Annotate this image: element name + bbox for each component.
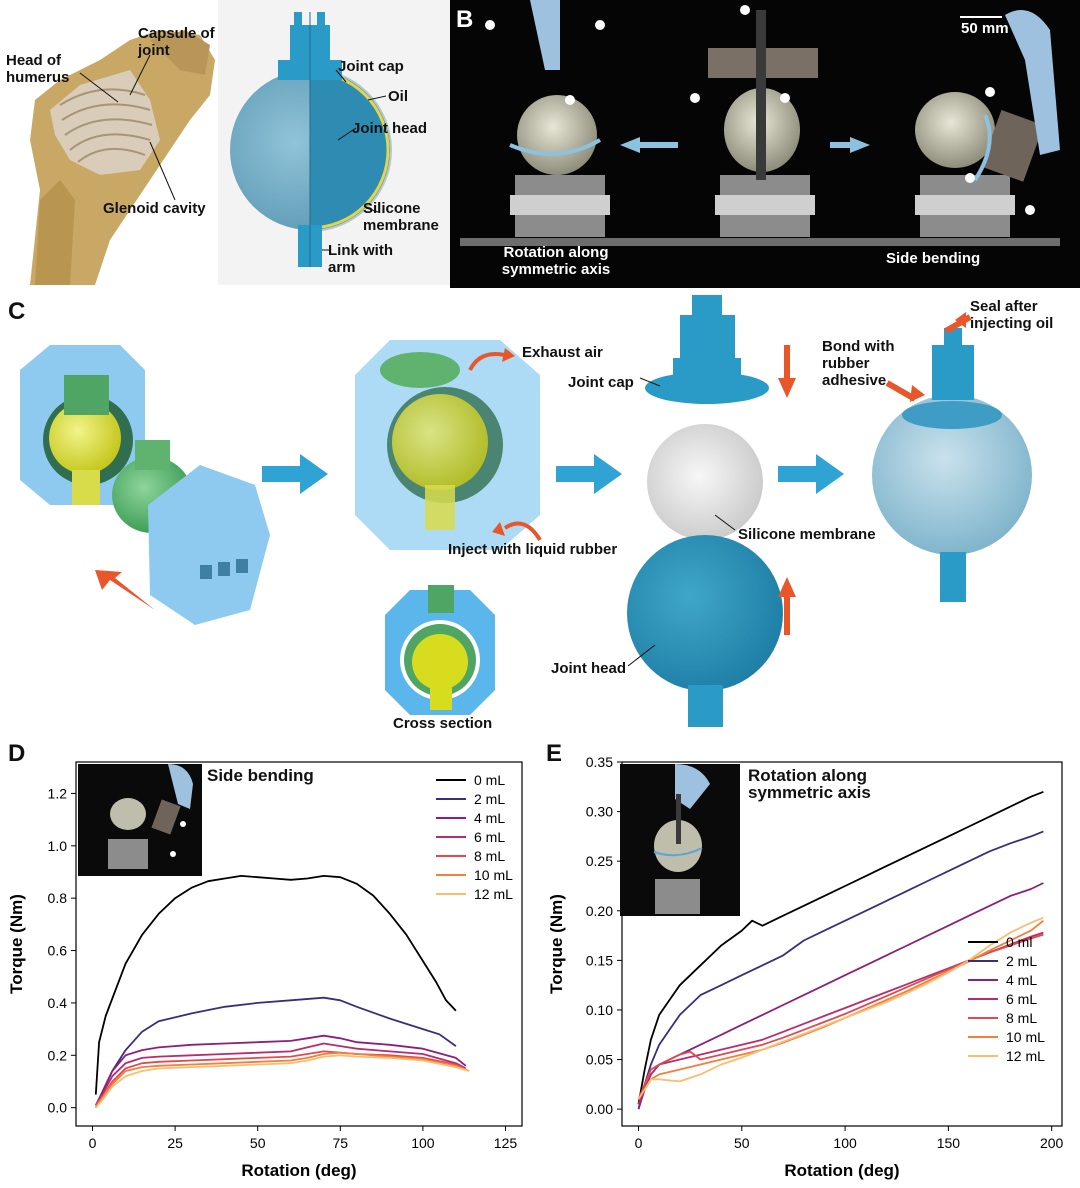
chart-e-x-tick-label: 50 xyxy=(734,1135,750,1151)
chart-e-y-axis-label: Torque (Nm) xyxy=(547,894,566,994)
chart-d-series-line xyxy=(94,996,457,1109)
chart-e-x-tick-label: 100 xyxy=(833,1135,857,1151)
joint-render-illustration xyxy=(218,0,450,285)
chart-e-legend-label: 6 mL xyxy=(1006,991,1037,1007)
chart-e-series-line xyxy=(637,916,1044,1100)
chart-d-legend-label: 4 mL xyxy=(474,810,505,826)
chart-e-y-tick-label: 0.10 xyxy=(586,1002,613,1018)
inset-photo-side-bending xyxy=(78,764,202,876)
chart-d-x-tick-label: 25 xyxy=(167,1135,183,1151)
inset-title-side-bending: Side bending xyxy=(207,766,314,785)
chart-e-series-line xyxy=(637,919,1044,1100)
label-cross-section: Cross section xyxy=(393,715,493,732)
fabrication-diagram xyxy=(20,295,1032,727)
chart-e-legend-label: 4 mL xyxy=(1006,972,1037,988)
label-bond-rubber-adhesive: Bond with rubber adhesive xyxy=(822,338,895,389)
chart-e-legend-label: 2 mL xyxy=(1006,953,1037,969)
chart-d-series-line xyxy=(95,1042,467,1106)
chart-e-plot-frame xyxy=(621,761,1063,1127)
label-joint-cap: Joint cap xyxy=(338,58,404,75)
chart-d-legend-label: 8 mL xyxy=(474,848,505,864)
chart-d-x-tick-label: 0 xyxy=(89,1135,97,1151)
label-head-of-humerus: Head of humerus xyxy=(6,52,70,86)
chart-d-legend-label: 12 mL xyxy=(474,886,513,902)
label-joint-head: Joint head xyxy=(352,120,428,137)
label-inject-liquid-rubber: Inject with liquid rubber xyxy=(448,541,618,558)
chart-e-legend-label: 0 ml xyxy=(1006,934,1032,950)
chart-e-x-axis-label: Rotation (deg) xyxy=(784,1161,899,1180)
scale-bar-label: 50 mm xyxy=(961,20,1009,37)
label-exhaust-air: Exhaust air xyxy=(522,344,603,361)
chart-e-y-tick-label: 0.15 xyxy=(586,952,613,968)
chart-d: 0 25 50 75 100 125 0.0 0.2 0.4 0.6 0.8 1.0 1.2Rotati… xyxy=(7,761,523,1180)
chart-e-series-line xyxy=(637,830,1044,1110)
chart-d-y-tick-label: 0.4 xyxy=(48,995,68,1011)
chart-d-legend-label: 10 mL xyxy=(474,867,513,883)
chart-e-legend-label: 12 mL xyxy=(1006,1048,1045,1064)
chart-d-x-tick-label: 75 xyxy=(333,1135,349,1151)
chart-d-series-line xyxy=(95,1051,470,1109)
chart-e-y-tick-label: 0.00 xyxy=(586,1101,613,1117)
chart-d-series-line xyxy=(95,1050,467,1106)
chart-d-y-tick-label: 0.8 xyxy=(48,890,68,906)
label-silicone-membrane: Silicone membrane xyxy=(363,200,439,234)
chart-e-series-line xyxy=(637,790,1044,1105)
chart-e-y-tick-label: 0.05 xyxy=(586,1052,613,1068)
chart-e-y-tick-label: 0.35 xyxy=(586,754,613,770)
label-joint-cap-c: Joint cap xyxy=(568,374,634,391)
label-seal-after-oil: Seal after injecting oil xyxy=(970,298,1054,332)
panel-letter-e: E xyxy=(546,740,563,767)
chart-e-x-tick-label: 0 xyxy=(635,1135,643,1151)
chart-d-x-tick-label: 100 xyxy=(411,1135,435,1151)
label-side-bending: Side bending xyxy=(886,250,981,267)
chart-d-x-axis-label: Rotation (deg) xyxy=(241,1161,356,1180)
chart-e-legend-label: 10 mL xyxy=(1006,1029,1045,1045)
chart-d-y-tick-label: 1.0 xyxy=(48,838,68,854)
chart-d-series-line xyxy=(94,874,457,1095)
chart-e-y-tick-label: 0.25 xyxy=(586,853,613,869)
chart-d-x-tick-label: 125 xyxy=(494,1135,518,1151)
label-capsule-of-joint: Capsule of joint xyxy=(138,25,215,59)
inset-title-rotation: Rotation along symmetric axis xyxy=(748,766,871,802)
chart-e-x-tick-label: 150 xyxy=(937,1135,961,1151)
label-silicone-membrane-c: Silicone membrane xyxy=(738,526,876,543)
chart-d-series-line xyxy=(94,1034,467,1106)
label-oil: Oil xyxy=(388,88,409,105)
chart-e: 0 50 100 150 200 0.00 0.05 0.10 0.15 0.20 0.25 0.30… xyxy=(547,754,1064,1180)
label-rotation-along-symmetric-axis: Rotation along symmetric axis xyxy=(501,244,611,278)
panel-letter-b: B xyxy=(456,6,474,33)
label-joint-head-c: Joint head xyxy=(551,660,627,677)
chart-d-plot-frame xyxy=(75,761,523,1127)
chart-d-legend-label: 2 mL xyxy=(474,791,505,807)
chart-d-y-axis-label: Torque (Nm) xyxy=(7,894,26,994)
label-glenoid-cavity: Glenoid cavity xyxy=(103,200,206,217)
chart-e-y-tick-label: 0.20 xyxy=(586,903,613,919)
chart-e-legend-label: 8 mL xyxy=(1006,1010,1037,1026)
inset-photo-rotation xyxy=(620,764,740,916)
label-link-with-arm: Link with arm xyxy=(328,242,393,276)
chart-d-y-tick-label: 1.2 xyxy=(48,785,68,801)
chart-d-series-line xyxy=(95,1054,470,1109)
chart-d-y-tick-label: 0.2 xyxy=(48,1047,68,1063)
chart-d-y-tick-label: 0.6 xyxy=(48,943,68,959)
panel-letter-d: D xyxy=(8,740,26,767)
panel-letter-c: C xyxy=(8,298,26,325)
chart-e-y-tick-label: 0.30 xyxy=(586,804,613,820)
chart-d-y-tick-label: 0.0 xyxy=(48,1100,68,1116)
experiment-photo xyxy=(450,0,1080,288)
chart-d-legend-label: 6 mL xyxy=(474,829,505,845)
chart-d-x-tick-label: 50 xyxy=(250,1135,266,1151)
shoulder-anatomy-illustration xyxy=(0,0,218,285)
chart-e-x-tick-label: 200 xyxy=(1040,1135,1064,1151)
chart-d-legend-label: 0 mL xyxy=(474,772,505,788)
